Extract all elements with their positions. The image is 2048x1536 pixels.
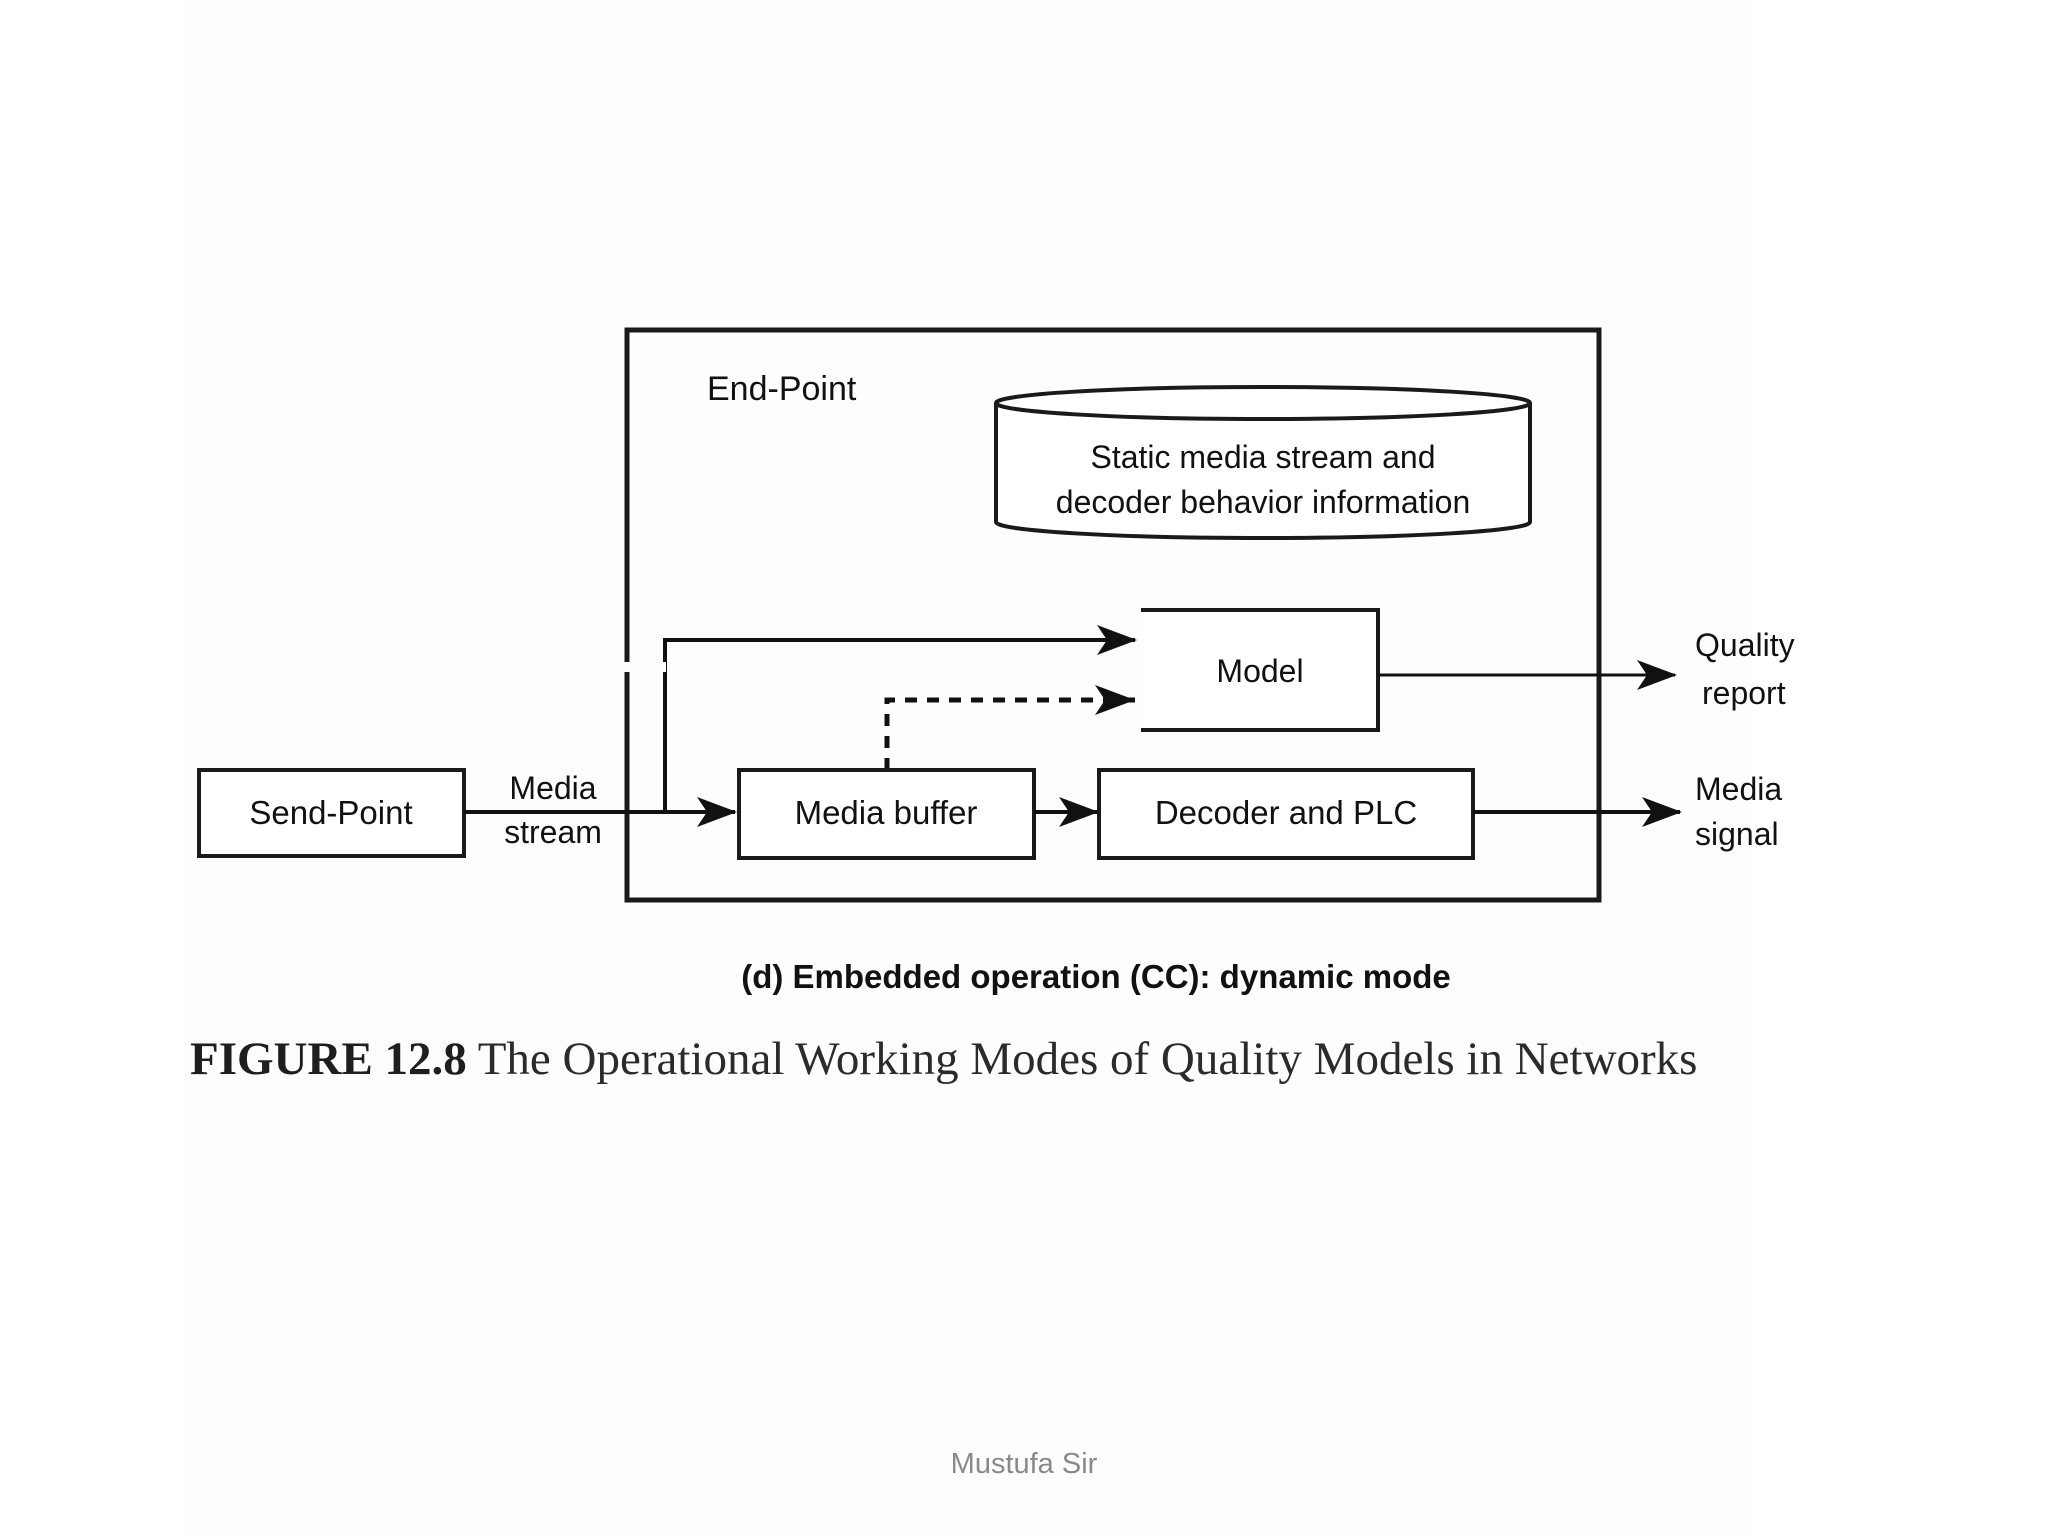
media-stream-label-line1: Media — [509, 770, 596, 806]
buffer-to-model-dotted — [884, 697, 1135, 770]
sendpoint-label: Send-Point — [249, 794, 412, 831]
figure-number: FIGURE 12.8 — [190, 1033, 467, 1085]
database-label-line2: decoder behavior information — [1056, 484, 1470, 520]
sendpoint-box — [197, 768, 466, 858]
quality-report-label-line2: report — [1702, 675, 1786, 711]
database-label-line1: Static media stream and — [1090, 439, 1435, 475]
media-signal-label-line1: Media — [1695, 771, 1782, 807]
container-gap — [622, 662, 634, 672]
quality-report-label-line1: Quality — [1695, 627, 1795, 663]
branch-gap — [654, 662, 666, 672]
media-stream-label-line2: stream — [504, 814, 602, 850]
model-label: Model — [1216, 653, 1303, 689]
diagram-subcaption: (d) Embedded operation (CC): dynamic mod… — [741, 958, 1451, 995]
endpoint-label: End-Point — [707, 370, 857, 408]
decoder-label: Decoder and PLC — [1155, 794, 1417, 831]
endpoint-container — [624, 327, 1602, 903]
buffer-to-model-arrowhead — [1095, 685, 1135, 715]
static-info-database-icon — [994, 385, 1532, 540]
footer-author: Mustufa Sir — [950, 1448, 1098, 1480]
stream-to-model-arrow — [663, 625, 1137, 812]
model-box-gap — [1140, 612, 1148, 728]
media-buffer-label: Media buffer — [795, 794, 978, 831]
media-buffer-box — [737, 768, 1036, 860]
media-signal-label-line2: signal — [1695, 816, 1779, 852]
figure-caption: FIGURE 12.8 The Operational Working Mode… — [190, 1032, 1697, 1086]
figure-title: The Operational Working Modes of Quality… — [477, 1033, 1698, 1085]
model-box — [1141, 608, 1380, 732]
